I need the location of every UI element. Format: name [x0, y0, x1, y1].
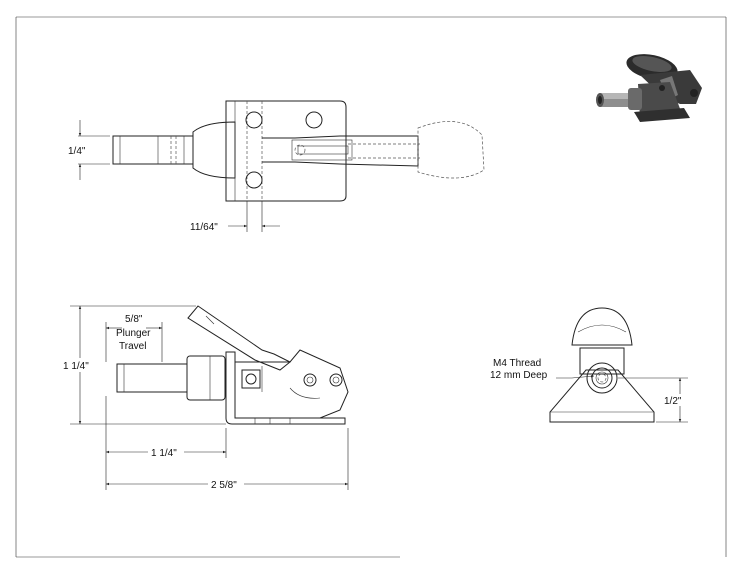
dim-plunger-travel-label: Travel [119, 341, 146, 352]
top-mount-hole [245, 171, 263, 189]
top-mount-hole [245, 111, 263, 129]
thread-callout: 12 mm Deep [490, 370, 548, 381]
side-body [234, 349, 349, 419]
side-pivot-pin [303, 373, 317, 387]
drawing-border [15, 16, 727, 558]
side-view: 1 1/4" 5/8" Plunger Travel 1 1/4" 2 5/8" [62, 305, 349, 491]
dim-height: 1 1/4" [63, 361, 89, 372]
end-handle [571, 307, 633, 346]
dim-overall-length: 2 5/8" [211, 480, 237, 491]
thread-callout: M4 Thread [493, 358, 541, 369]
dim-center-height: 1/2" [664, 396, 682, 407]
side-pivot-pin [329, 373, 343, 387]
end-view: M4 Thread 12 mm Deep 1/2" [490, 307, 688, 423]
isometric-view [596, 54, 702, 122]
side-handle [187, 305, 291, 371]
top-base-plate [225, 100, 347, 202]
side-bushing [186, 355, 226, 401]
dim-shank-length: 1 1/4" [151, 448, 177, 459]
dim-plunger-travel-label: Plunger [116, 328, 151, 339]
dim-hole-offset: 11/64" [190, 222, 218, 233]
top-bushing [192, 121, 236, 179]
side-plunger-shank [116, 363, 188, 393]
top-handle-phantom [417, 121, 485, 179]
top-mount-hole [305, 111, 323, 129]
top-view: 1/4" 11/64" [68, 100, 485, 233]
iso-base [638, 82, 682, 118]
dim-shank-dia: 1/4" [68, 146, 86, 157]
top-linkage [262, 135, 419, 167]
dim-plunger-travel: 5/8" [125, 314, 143, 325]
end-bushing-circle [586, 362, 618, 394]
top-plunger-shank [112, 135, 194, 165]
